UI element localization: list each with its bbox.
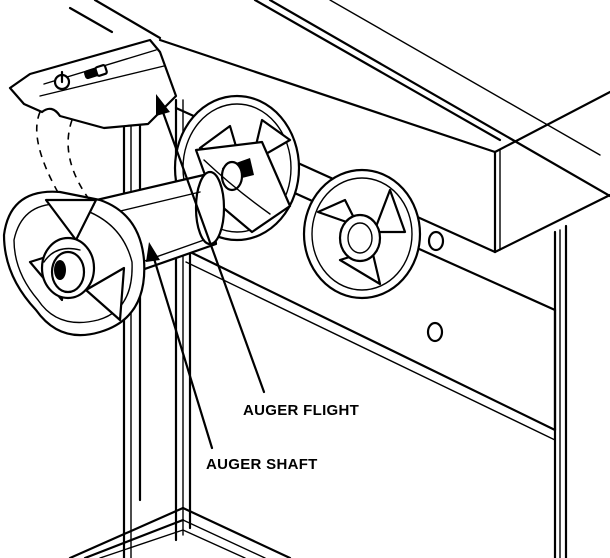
auger-shaft-label: AUGER SHAFT	[206, 456, 318, 473]
cabinet-top-frame	[68, 0, 610, 558]
auger-flight-leader	[156, 94, 266, 394]
assembly-guide-lines	[35, 111, 95, 207]
auger-flight-label: AUGER FLIGHT	[243, 402, 360, 419]
bottom-tray	[68, 506, 292, 558]
auger-shaft-leader	[146, 242, 214, 450]
auger-flight-blade	[194, 140, 292, 234]
rear-auger	[302, 168, 422, 300]
front-auger-disk	[2, 190, 146, 337]
auger-cover	[8, 38, 178, 130]
